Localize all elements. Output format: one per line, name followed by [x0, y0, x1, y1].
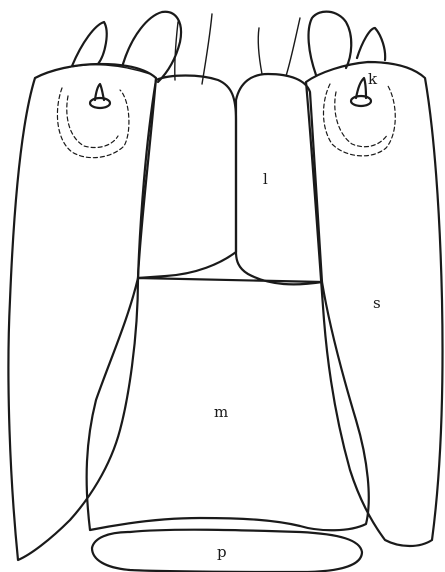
- left-inner-stylet: [123, 12, 181, 82]
- left-stipes: [8, 64, 156, 560]
- label-m: m: [214, 405, 228, 420]
- right-palp-base: [351, 96, 371, 106]
- seta-2: [202, 14, 212, 84]
- seta-3: [258, 28, 262, 74]
- label-s: s: [373, 296, 381, 311]
- seta-4: [286, 18, 300, 76]
- right-palp-outline: [324, 84, 396, 156]
- label-l: l: [263, 172, 268, 187]
- label-p: p: [217, 545, 227, 560]
- left-palp-base: [90, 98, 110, 108]
- label-k: k: [368, 72, 377, 87]
- prementum: [92, 530, 362, 572]
- right-outer-stylet: [357, 28, 385, 60]
- left-outer-stylet: [72, 22, 107, 66]
- right-lacinia: [236, 74, 322, 284]
- right-palp-outline-inner: [335, 92, 388, 147]
- left-lacinia: [138, 76, 236, 279]
